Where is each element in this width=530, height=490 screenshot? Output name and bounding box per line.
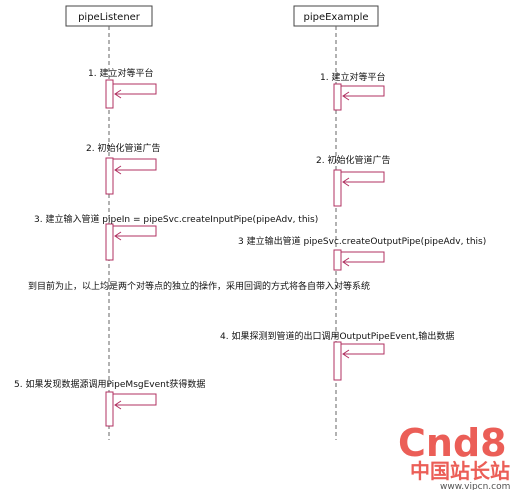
self-message-arrow xyxy=(341,171,385,187)
participant-pipelistener: pipeListener xyxy=(65,5,153,27)
watermark-url: www.vipcn.com xyxy=(440,482,510,490)
message-label: 2. 初始化管道广告 xyxy=(316,154,390,166)
message-label: 5. 如果发现数据源调用PipeMsgEvent获得数据 xyxy=(14,378,205,390)
self-message-arrow xyxy=(341,251,385,267)
activation-bar xyxy=(105,391,114,427)
watermark-logo: Cnd8 中国站长站 www.vipcn.com xyxy=(398,421,510,490)
self-message-arrow xyxy=(341,343,385,359)
message-label: 3 建立输出管道 pipeSvc.createOutputPipe(pipeAd… xyxy=(238,235,486,247)
activation-bar xyxy=(333,169,342,207)
message-label: 2. 初始化管道广告 xyxy=(86,142,160,154)
note-text: 到目前为止，以上均是两个对等点的独立的操作，采用回调的方式将各自带入对等系统 xyxy=(28,280,370,292)
self-message-arrow xyxy=(113,393,157,410)
self-message-arrow xyxy=(341,85,385,101)
participant-label-pipelistener: pipeListener xyxy=(78,12,141,23)
watermark-logo-text: Cnd8 xyxy=(398,421,507,465)
participant-pipeexample: pipeExample xyxy=(293,5,379,27)
message-label: 3. 建立输入管道 pipeIn = pipeSvc.createInputPi… xyxy=(34,213,318,225)
activation-bar xyxy=(333,249,342,271)
activation-bar xyxy=(333,83,342,111)
message-label: 1. 建立对等平台 xyxy=(320,71,385,83)
message-label: 1. 建立对等平台 xyxy=(88,67,153,79)
activation-bar xyxy=(333,341,342,381)
activation-bar xyxy=(105,223,114,261)
self-message-arrow xyxy=(113,83,157,99)
self-message-arrow xyxy=(113,225,157,241)
activation-bar xyxy=(105,79,114,109)
self-message-arrow xyxy=(113,158,157,175)
watermark-cn-text: 中国站长站 xyxy=(410,459,510,483)
participant-label-pipeexample: pipeExample xyxy=(303,12,368,23)
activation-bar xyxy=(105,157,114,195)
message-label: 4. 如果探测到管道的出口调用OutputPipeEvent,输出数据 xyxy=(220,330,454,342)
